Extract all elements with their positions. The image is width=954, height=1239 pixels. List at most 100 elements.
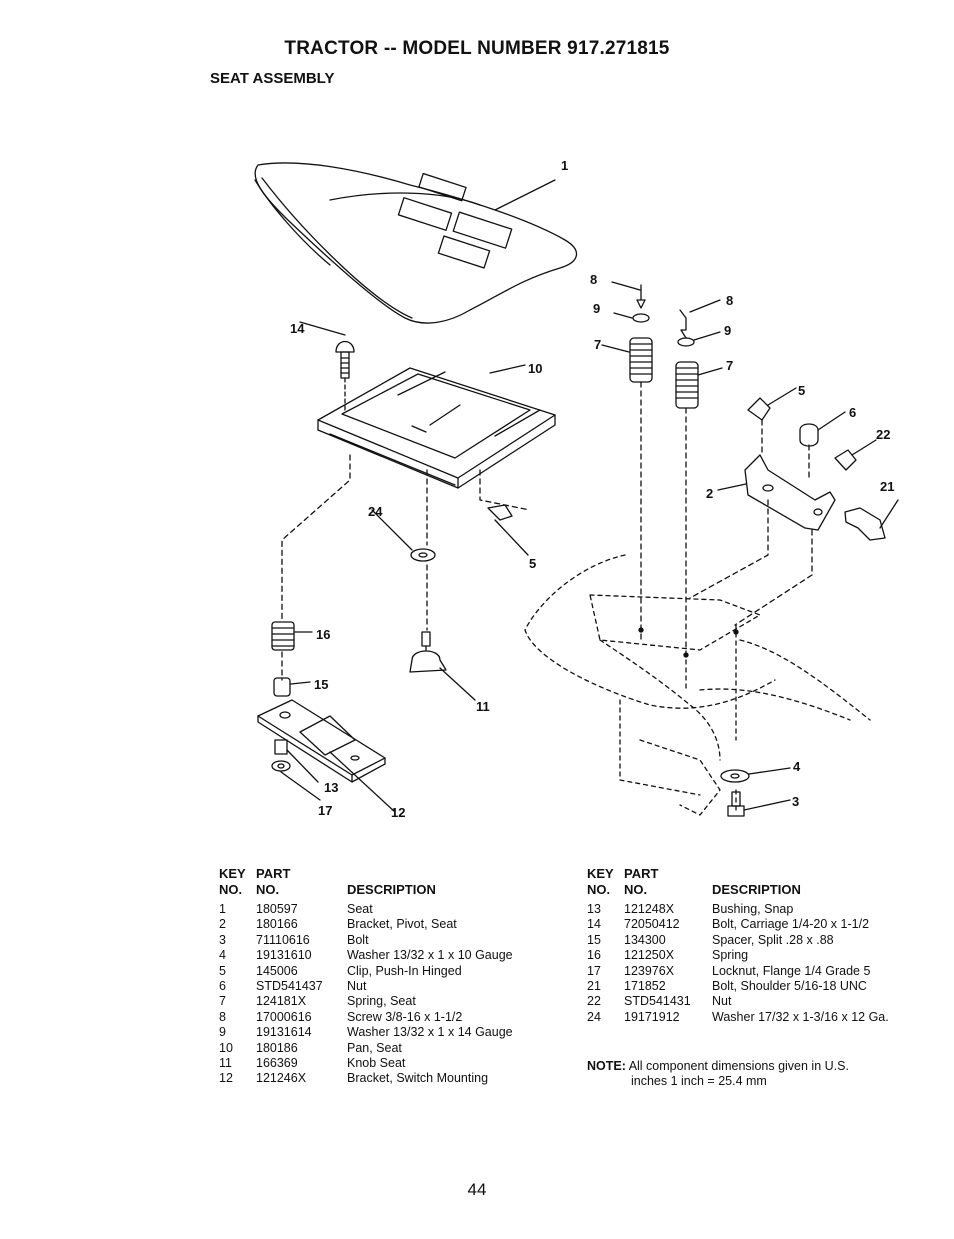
switch-bracket-drawing — [257, 699, 396, 813]
key-no: 11 — [219, 1055, 232, 1070]
callout-5-left: 5 — [529, 556, 536, 571]
header-part-no: NO. — [624, 882, 648, 897]
callout-24: 24 — [368, 504, 383, 519]
callout-16: 16 — [316, 627, 330, 642]
dimension-note: NOTE: All component dimensions given in … — [587, 1059, 849, 1089]
section-title: SEAT ASSEMBLY — [210, 70, 335, 87]
key-no: 10 — [219, 1040, 233, 1055]
key-no: 24 — [587, 1009, 601, 1024]
key-no: 15 — [587, 932, 601, 947]
part-no: 180186 — [256, 1040, 298, 1055]
key-no: 8 — [219, 1009, 226, 1024]
part-description: Knob Seat — [347, 1055, 406, 1070]
page-title: TRACTOR -- MODEL NUMBER 917.271815 — [284, 38, 670, 59]
key-no: 12 — [219, 1071, 233, 1086]
header-part-no: NO. — [256, 882, 280, 897]
tractor-frame-outline — [524, 554, 871, 816]
parts-row: 10 180186 Pan, Seat — [219, 1041, 559, 1056]
callout-1: 1 — [561, 158, 568, 173]
part-no: 124181X — [256, 994, 307, 1009]
part-description: Bracket, Pivot, Seat — [347, 917, 457, 932]
part-description: Nut — [347, 978, 367, 993]
header-description: DESCRIPTION — [347, 882, 436, 897]
callout-8-right: 8 — [726, 293, 733, 308]
part-description: Clip, Push-In Hinged — [347, 963, 462, 978]
callout-3: 3 — [792, 794, 799, 809]
note-line-1: All component dimensions given in U.S. — [628, 1059, 849, 1073]
part-no: 19171912 — [624, 1009, 680, 1024]
part-no: STD541431 — [624, 994, 691, 1009]
callout-4: 4 — [793, 759, 801, 774]
part-no: 71110616 — [256, 932, 310, 947]
key-no: 2 — [219, 917, 226, 932]
part-no: 180166 — [256, 917, 298, 932]
part-description: Screw 3/8-16 x 1-1/2 — [347, 1009, 463, 1024]
part-description: Washer 13/32 x 1 x 10 Gauge — [347, 948, 513, 963]
key-no: 22 — [587, 994, 601, 1009]
parts-row: 6 STD541437 Nut — [219, 979, 559, 994]
part-no: 17000616 — [256, 1009, 312, 1024]
header-key-top: KEY — [219, 866, 246, 881]
part-no: 19131614 — [256, 1025, 312, 1040]
part-description: Bushing, Snap — [712, 902, 794, 916]
callout-8-left: 8 — [590, 272, 597, 287]
part-no: 121248X — [624, 902, 675, 916]
key-no: 6 — [219, 978, 226, 993]
part-no: 134300 — [624, 932, 666, 947]
callout-5-right: 5 — [798, 383, 805, 398]
part-description: Nut — [712, 994, 732, 1009]
callout-17: 17 — [318, 803, 332, 818]
header-part-top: PART — [624, 866, 659, 881]
note-line-2: inches 1 inch = 25.4 mm — [631, 1074, 767, 1088]
part-no: STD541437 — [256, 978, 323, 993]
header-key-no: NO. — [587, 882, 611, 897]
part-no: 72050412 — [624, 917, 680, 932]
part-no: 145006 — [256, 963, 298, 978]
part-description: Seat — [347, 902, 373, 916]
key-no: 13 — [587, 902, 601, 916]
callout-7-left: 7 — [594, 337, 601, 352]
callout-10: 10 — [528, 361, 542, 376]
part-no: 123976X — [624, 963, 675, 978]
part-description: Bolt — [347, 932, 369, 947]
key-no: 3 — [219, 932, 226, 947]
carriage-bolt-drawing — [299, 321, 355, 411]
seat-assembly-diagram: 1 2 3 4 5 5 6 7 7 8 8 9 9 10 11 12 13 14… — [254, 158, 899, 820]
part-description: Bolt, Shoulder 5/16-18 UNC — [712, 978, 867, 993]
page-number: 44 — [467, 1180, 487, 1199]
part-no: 171852 — [624, 978, 666, 993]
note-label: NOTE: — [587, 1059, 626, 1073]
part-description: Pan, Seat — [347, 1040, 402, 1055]
header-description: DESCRIPTION — [712, 882, 801, 897]
key-no: 4 — [219, 948, 226, 963]
part-description: Bolt, Carriage 1/4-20 x 1-1/2 — [712, 917, 870, 932]
header-key-top: KEY — [587, 866, 614, 881]
parts-table-right: KEY PART NO. NO. DESCRIPTION 13 121248X Bu… — [587, 866, 932, 1025]
callout-2: 2 — [706, 486, 713, 501]
parts-row: 22 STD541431 Nut — [587, 994, 932, 1009]
key-no: 14 — [587, 917, 601, 932]
part-no: 180597 — [256, 902, 298, 916]
callout-12: 12 — [391, 805, 405, 820]
part-description: Bracket, Switch Mounting — [347, 1071, 489, 1086]
key-no: 7 — [219, 994, 226, 1009]
part-description: Washer 13/32 x 1 x 14 Gauge — [347, 1025, 513, 1040]
key-no: 16 — [587, 948, 601, 963]
callout-15: 15 — [314, 677, 328, 692]
parts-row: 8 17000616 Screw 3/8-16 x 1-1/2 — [219, 1010, 559, 1025]
callout-22: 22 — [876, 427, 890, 442]
part-description: Spring — [712, 948, 749, 963]
parts-row: 13 121248X Bushing, Snap — [587, 902, 932, 917]
part-description: Spacer, Split .28 x .88 — [712, 932, 834, 947]
callout-6: 6 — [849, 405, 856, 420]
